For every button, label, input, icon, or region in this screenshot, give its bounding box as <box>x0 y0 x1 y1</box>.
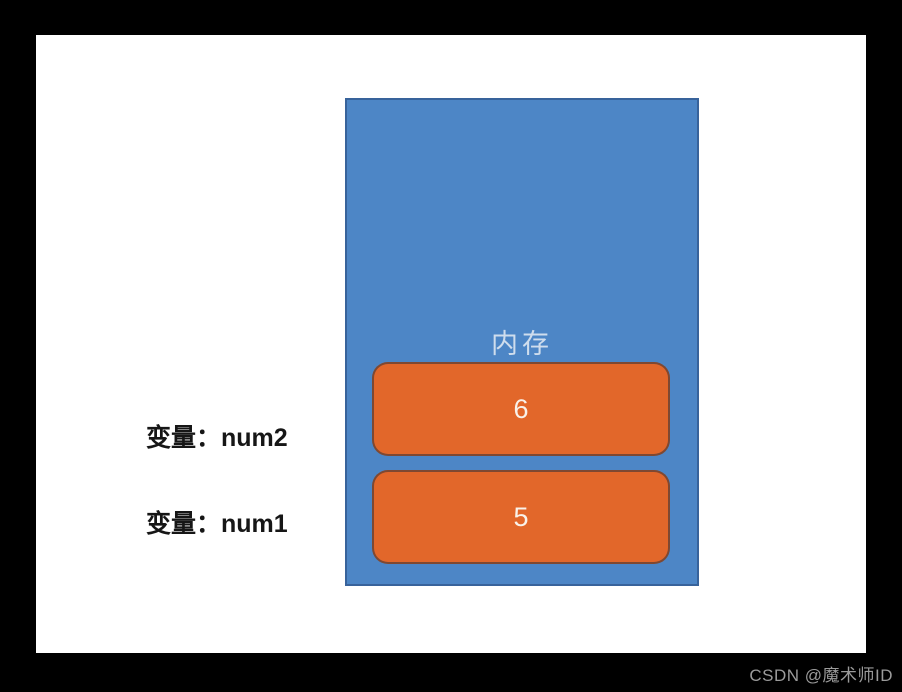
slide-canvas: 变量：num2 变量：num1 内存 6 5 <box>36 35 866 653</box>
variable-label-num2: 变量：num2 <box>146 424 288 452</box>
variable-label-num1: 变量：num1 <box>146 510 288 538</box>
memory-container: 内存 6 5 <box>345 98 699 586</box>
cell-value-num2: 6 <box>513 393 529 424</box>
watermark: CSDN @魔术师ID <box>749 666 893 685</box>
memory-cell-num2: 6 <box>372 362 670 456</box>
memory-cell-num1: 5 <box>372 470 670 564</box>
memory-title: 内存 <box>491 329 553 359</box>
cell-value-num1: 5 <box>513 501 529 532</box>
